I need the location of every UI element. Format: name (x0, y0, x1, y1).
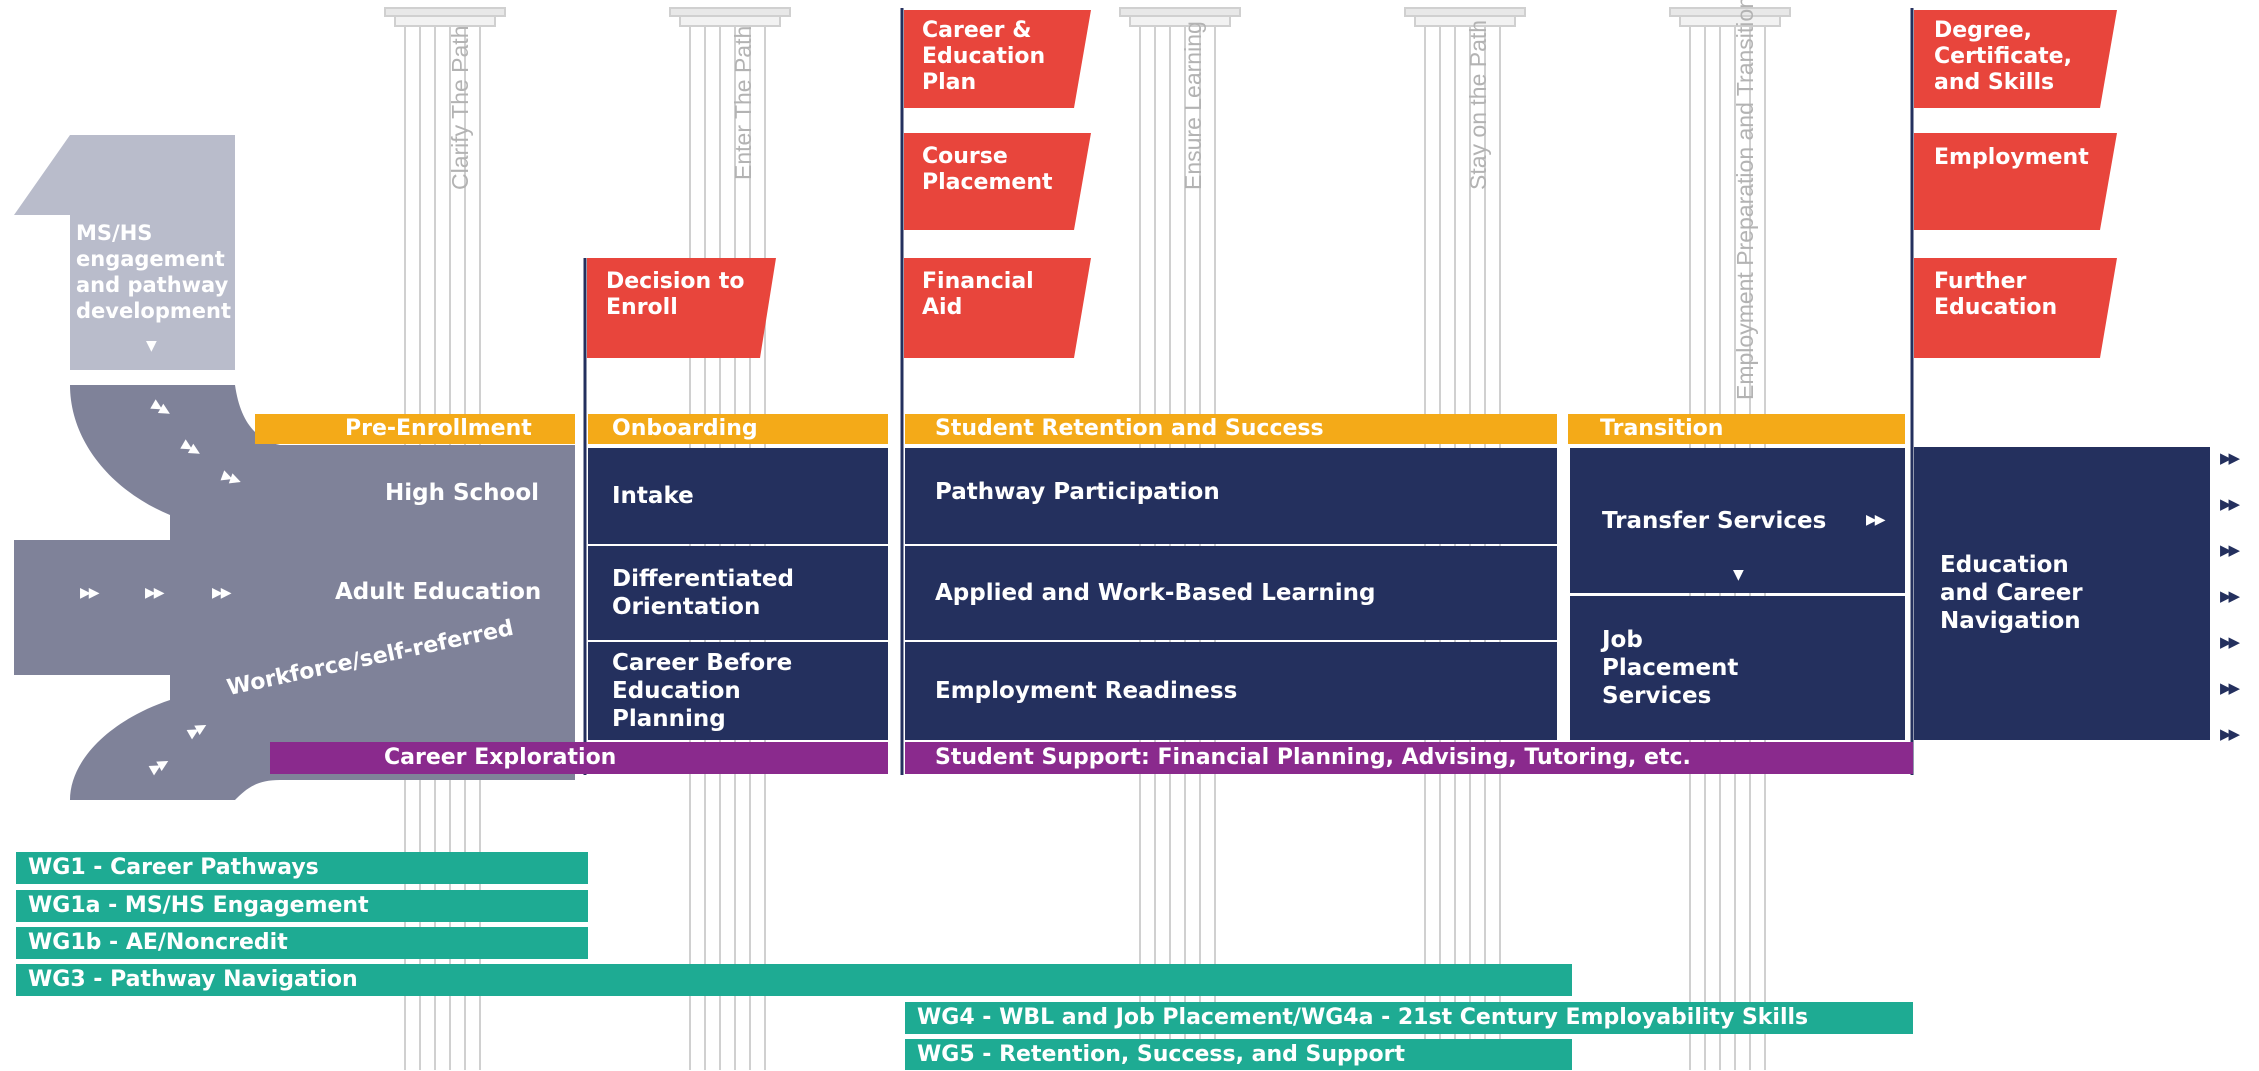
flag-course-placement: Course Placement (922, 144, 1053, 195)
cell-intake: Intake (588, 448, 888, 544)
stage-transition: Transition (1568, 414, 1905, 444)
cell-navigation: Education and Career Navigation (1914, 447, 2210, 740)
arrow-icon: ▶▶ (145, 585, 164, 601)
cell-transfer-services: Transfer Services (1570, 448, 1905, 593)
flag-career-plan: Career & Education Plan (922, 18, 1046, 95)
flag-financial-aid: Financial Aid (922, 269, 1034, 320)
pillar-label-stay: Stay on the Path (1465, 19, 1491, 190)
arrow-icon: ▶▶ (2220, 679, 2240, 697)
chevron-down-icon: ▼ (146, 338, 157, 354)
arrow-icon: ▶▶ (2220, 725, 2240, 743)
arrow-icon: ▶▶ (80, 585, 99, 601)
flag-employment: Employment (1934, 145, 2089, 170)
flag-course-shape (904, 133, 1091, 230)
arrow-icon: ▶▶ (2220, 587, 2240, 605)
flag-degree: Degree, Certificate, and Skills (1934, 18, 2072, 95)
cell-career-before-education: Career Before Education Planning (588, 642, 888, 740)
wg-ms-hs-engagement: WG1a - MS/HS Engagement (16, 890, 588, 922)
cell-employment-readiness: Employment Readiness (905, 642, 1557, 740)
entry-high-school: High School (385, 480, 540, 506)
wg-retention-success: WG5 - Retention, Success, and Support (905, 1039, 1572, 1070)
entry-flow-shape (14, 385, 575, 800)
stage-pre-enrollment: Pre-Enrollment (255, 414, 575, 444)
cell-pathway-participation: Pathway Participation (905, 448, 1557, 544)
flag-degree-shape (1914, 10, 2117, 108)
flag-further-shape (1914, 258, 2117, 358)
flag-further-education: Further Education (1934, 269, 2058, 320)
stage-retention: Student Retention and Success (905, 414, 1557, 444)
flag-employment-shape (1914, 133, 2117, 230)
arrow-icon: ▶▶ (2220, 541, 2240, 559)
bar-career-exploration: Career Exploration (270, 742, 888, 774)
arrow-icon: ▶▶ (2220, 633, 2240, 651)
wg-pathway-navigation: WG3 - Pathway Navigation (16, 964, 1572, 996)
arrow-icon: ▶▶ (1866, 512, 1885, 528)
arrow-icon: ▶▶ (2220, 495, 2240, 513)
transfer-services-label: Transfer Services (1602, 507, 1827, 534)
cell-job-placement: Job Placement Services (1570, 596, 1905, 740)
pillar-label-clarify: Clarify The Path (447, 25, 473, 190)
ms-hs-arrow-shape (14, 135, 235, 370)
ms-hs-label: MS/HS engagement and pathway development (76, 221, 231, 323)
flag-plan-shape (904, 10, 1091, 108)
pillar-label-enter: Enter The Path (730, 25, 756, 180)
entry-adult-education: Adult Education (335, 579, 542, 605)
chevron-down-icon: ▼ (1733, 567, 1744, 583)
wg-career-pathways: WG1 - Career Pathways (16, 852, 588, 884)
arrow-icon: ▶▶ (2220, 449, 2240, 467)
bar-student-support: Student Support: Financial Planning, Adv… (905, 742, 1913, 774)
flag-aid-shape (904, 258, 1091, 358)
wg-wbl-job-placement: WG4 - WBL and Job Placement/WG4a - 21st … (905, 1002, 1913, 1034)
stage-onboarding: Onboarding (588, 414, 888, 444)
pillar-label-ensure: Ensure Learning (1180, 21, 1206, 190)
pillar-label-employment: Employment Preparation and Transition (1732, 0, 1758, 400)
flag-decision-shape (587, 258, 776, 358)
cell-orientation: Differentiated Orientation (588, 546, 888, 640)
flag-decision: Decision to Enroll (606, 269, 745, 320)
wg-ae-noncredit: WG1b - AE/Noncredit (16, 927, 588, 959)
arrow-icon: ▶▶ (212, 585, 231, 601)
cell-applied-learning: Applied and Work-Based Learning (905, 546, 1557, 640)
